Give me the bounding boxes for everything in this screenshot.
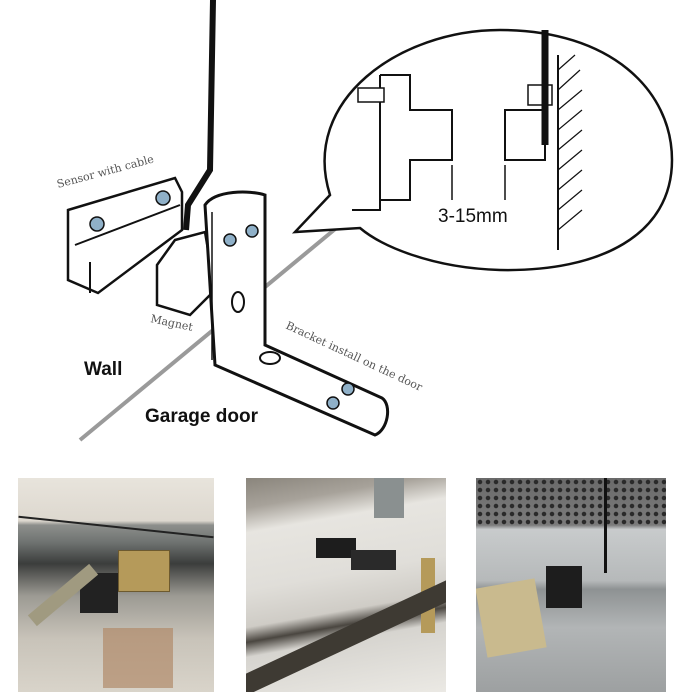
detail-bracket-left	[380, 74, 453, 201]
sensor	[316, 538, 356, 558]
bracket-hole	[231, 291, 245, 313]
install-photo-3	[476, 478, 666, 692]
bolt-icon	[245, 224, 259, 238]
sensor-cable	[183, 0, 216, 231]
cable	[604, 478, 607, 573]
detail-bolt-icon	[357, 87, 385, 103]
wall-hatch	[557, 54, 583, 231]
l-bracket	[203, 190, 390, 437]
sensor-housing	[374, 478, 404, 518]
wall-label: Wall	[84, 359, 122, 380]
detail-bracket-edge	[352, 75, 381, 211]
sensor-block	[66, 176, 184, 295]
bolt-icon	[326, 396, 340, 410]
perforated-panel	[476, 478, 666, 526]
installation-diagram: 3-15mm Sensor with cable Magnet Bracket …	[55, 0, 674, 442]
screw-icon	[155, 190, 171, 206]
gap-label: 3-15mm	[438, 206, 508, 227]
detail-callout	[291, 28, 674, 272]
garage-door-label: Garage door	[145, 406, 259, 427]
sensor-label: Sensor with cable	[55, 152, 155, 190]
background-object	[103, 628, 173, 688]
bolt-icon	[341, 382, 355, 396]
wall-door-line	[78, 223, 342, 442]
install-photo-1	[18, 478, 214, 692]
sensor	[546, 566, 582, 608]
bolt-icon	[223, 233, 237, 247]
detail-sensor	[504, 109, 546, 161]
bracket-hole	[259, 351, 281, 365]
door-rail	[246, 578, 446, 692]
screw-icon	[89, 216, 105, 232]
install-photo-2	[246, 478, 446, 692]
bracket	[118, 550, 170, 592]
cable	[18, 515, 214, 539]
magnet	[351, 550, 396, 570]
bracket	[476, 578, 547, 658]
